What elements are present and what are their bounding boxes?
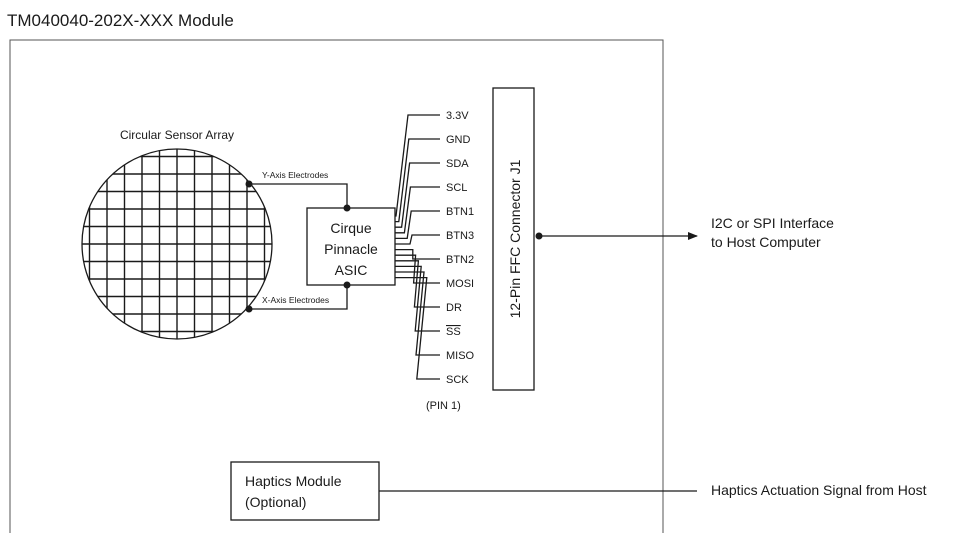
interface-label-line1: I2C or SPI Interface: [711, 215, 834, 231]
pin-wire: [395, 271, 440, 356]
pin1-note: (PIN 1): [426, 400, 461, 412]
pin-wire: [395, 162, 440, 228]
asic-y-node: [343, 204, 351, 212]
x-electrodes-node: [245, 305, 253, 313]
sensor-label: Circular Sensor Array: [120, 128, 234, 142]
pin-label: 3.3V: [446, 110, 469, 122]
pin-wire: [395, 276, 440, 380]
interface-node: [535, 232, 543, 240]
haptics-label-line1: Haptics Module: [245, 473, 342, 489]
y-electrodes-label: Y-Axis Electrodes: [262, 170, 328, 180]
haptics-signal-label: Haptics Actuation Signal from Host: [711, 482, 927, 498]
y-electrodes-node: [245, 180, 253, 188]
pin-wire: [395, 260, 440, 308]
pin-wire: [395, 248, 440, 260]
pin-wires: [395, 114, 440, 380]
y-electrodes-line: [249, 183, 348, 208]
pin-label: DR: [446, 302, 462, 314]
asic-label-line2: Pinnacle: [324, 241, 378, 257]
pin-label: MOSI: [446, 278, 474, 290]
x-electrodes-label: X-Axis Electrodes: [262, 295, 329, 305]
x-electrodes-line: [249, 285, 348, 310]
module-outline: [9, 39, 664, 533]
asic-box: [306, 207, 396, 286]
pin-label: BTN2: [446, 254, 474, 266]
asic-label-line3: ASIC: [335, 262, 368, 278]
pin-wire: [395, 265, 440, 332]
circular-sensor-array: [81, 148, 273, 340]
asic-x-node: [343, 281, 351, 289]
haptics-module-box: [230, 461, 380, 521]
pin-wire: [395, 114, 440, 217]
pin-wire: [395, 138, 440, 223]
ffc-connector-label: 12-Pin FFC Connector J1: [507, 159, 523, 318]
haptics-label-line2: (Optional): [245, 494, 306, 510]
pin-label: SS: [446, 326, 461, 338]
pin-label: MISO: [446, 350, 475, 362]
pin-label: GND: [446, 134, 471, 146]
diagram-title: TM040040-202X-XXX Module: [7, 11, 234, 30]
asic-label-line1: Cirque: [330, 220, 371, 236]
pin-label: SCK: [446, 374, 469, 386]
pin-label: BTN3: [446, 230, 474, 242]
pin-wire: [395, 234, 440, 245]
pin-wire: [395, 210, 440, 240]
interface-label-line2: to Host Computer: [711, 234, 821, 250]
pin-wire: [395, 186, 440, 234]
ffc-connector-box: [492, 87, 535, 391]
pin-label: BTN1: [446, 206, 474, 218]
pin-label: SDA: [446, 158, 469, 170]
pin-label: SCL: [446, 182, 467, 194]
